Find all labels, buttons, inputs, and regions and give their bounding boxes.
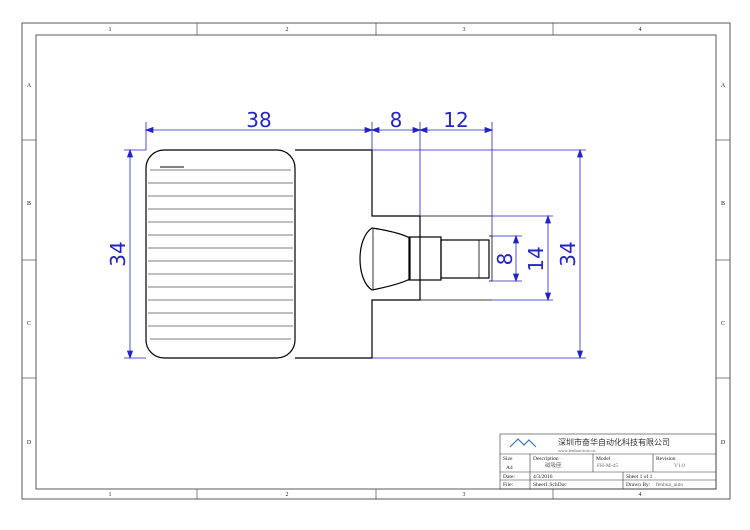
- dim-tip-diameter: 8: [493, 253, 517, 266]
- zone-row-a-left: A: [27, 83, 32, 89]
- zone-col-4-top: 4: [639, 27, 642, 33]
- zone-row-d-left: D: [27, 440, 32, 446]
- description-value: 磁吸座: [545, 461, 562, 469]
- size-value: A4: [506, 465, 513, 471]
- dim-overall-height-left: 34: [106, 241, 130, 266]
- date-value: 4/3/2016: [533, 474, 553, 480]
- drawn-by-value: fenhua_auto: [656, 481, 683, 488]
- drawn-by-label: Drawn By:: [626, 482, 651, 488]
- title-block: [499, 433, 717, 490]
- zone-dividers: [22, 23, 730, 499]
- zone-row-c-left: C: [27, 321, 31, 327]
- zone-col-1-bottom: 1: [109, 492, 112, 498]
- model-label: Model: [596, 456, 611, 462]
- zone-row-b-right: B: [721, 201, 725, 207]
- file-label: File:: [503, 482, 514, 488]
- inner-frame: [35, 34, 717, 490]
- file-value: Sheet1.SchDoc: [533, 482, 567, 488]
- dim-body-length: 38: [246, 108, 271, 132]
- zone-row-a-right: A: [721, 83, 726, 89]
- model-value: FH-M-45: [597, 463, 618, 469]
- company-logo: [509, 438, 537, 448]
- pin-tip: [440, 239, 490, 279]
- main-body: [295, 149, 421, 359]
- revision-value: V1.0: [674, 463, 685, 469]
- company-name: 深圳市奋华自动化科技有限公司: [558, 437, 670, 447]
- description-label: Description: [533, 456, 559, 462]
- zone-col-2-bottom: 2: [286, 492, 289, 498]
- dim-overall-height-right: 34: [556, 241, 580, 266]
- pin-shaft: [408, 236, 442, 281]
- dim-tip-length: 12: [443, 108, 468, 132]
- company-website: www.fenhua-auto.cn: [558, 448, 596, 453]
- zone-row-c-right: C: [721, 321, 725, 327]
- zone-col-3-top: 3: [463, 27, 466, 33]
- zone-col-3-bottom: 3: [463, 492, 466, 498]
- knurled-knob: [145, 149, 296, 359]
- zone-col-4-bottom: 4: [639, 492, 642, 498]
- zone-col-2-top: 2: [286, 27, 289, 33]
- zone-row-d-right: D: [721, 440, 726, 446]
- dim-step-diameter: 14: [524, 246, 548, 271]
- revision-label: Revision: [656, 456, 676, 462]
- dimension-lines: [124, 122, 586, 360]
- knurl-lines: [148, 166, 293, 340]
- sheet-label: Sheet 1 of 1: [626, 473, 653, 480]
- size-label: Size: [503, 456, 513, 462]
- dim-step-length: 8: [390, 108, 403, 132]
- zone-col-1-top: 1: [109, 27, 112, 33]
- pin-head: [359, 227, 411, 291]
- part-outline: [145, 149, 493, 359]
- date-label: Date:: [503, 474, 515, 480]
- zone-row-b-left: B: [27, 201, 31, 207]
